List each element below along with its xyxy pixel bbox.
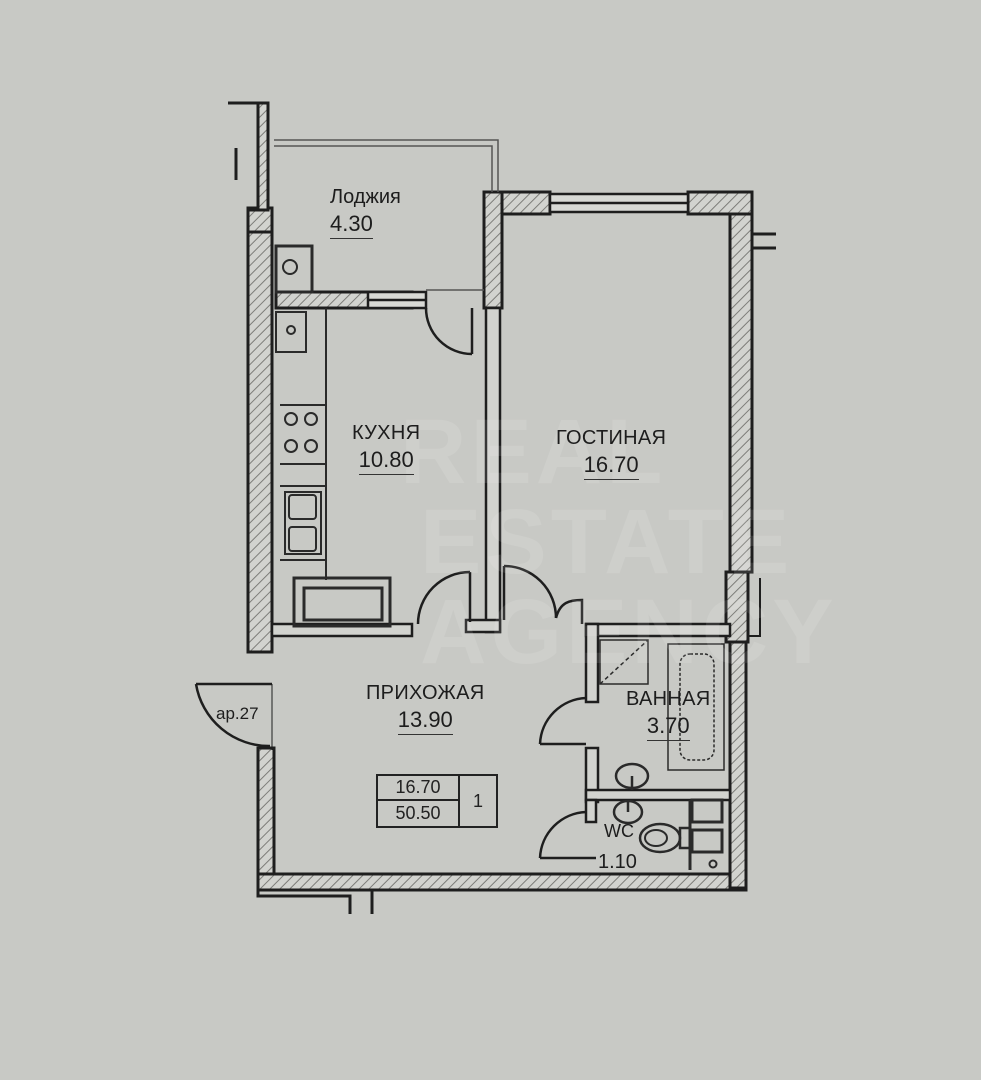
living-area-value: 16.70	[378, 776, 460, 801]
door-swings	[194, 307, 596, 860]
room-wc-area: 1.10	[598, 851, 637, 873]
exterior-walls	[246, 190, 754, 892]
room-area: 13.90	[397, 709, 453, 735]
room-area: 16.70	[583, 454, 639, 480]
room-name: ГОСТИНАЯ	[556, 427, 667, 449]
room-loggia: Лоджия 4.30	[330, 187, 401, 239]
room-name: КУХНЯ	[352, 422, 421, 444]
room-name: ПРИХОЖАЯ	[366, 682, 485, 704]
room-wc-name: WC	[604, 821, 634, 841]
room-hallway: ПРИХОЖАЯ 13.90	[366, 683, 485, 735]
room-area: 3.70	[646, 715, 690, 741]
total-area-value: 50.50	[378, 801, 460, 826]
watermark-line-2: ESTATE	[420, 491, 794, 593]
bottom-notch	[256, 890, 374, 914]
area-summary-table: 16.70 1 50.50	[376, 774, 498, 828]
building-outline	[228, 101, 270, 212]
watermark-line-1: REAL	[400, 401, 667, 503]
living-window	[548, 192, 690, 214]
room-area: 4.30	[330, 213, 373, 239]
room-name: Лоджия	[330, 186, 401, 208]
room-area: 10.80	[358, 449, 414, 475]
right-bracket	[748, 578, 761, 637]
bath-fixtures	[599, 639, 725, 870]
exterior-stub	[752, 232, 776, 250]
room-living: ГОСТИНАЯ 16.70	[556, 428, 666, 480]
kitchen-fixtures	[274, 244, 392, 628]
room-name: ВАННАЯ	[626, 688, 711, 710]
room-count-value: 1	[472, 790, 483, 811]
kitchen-window	[366, 290, 428, 310]
room-kitchen: КУХНЯ 10.80	[352, 423, 420, 475]
entrance-label: ар.27	[216, 704, 259, 723]
loggia-frame	[274, 139, 499, 291]
room-bathroom: ВАННАЯ 3.70	[626, 689, 711, 741]
watermark-line-3: AGENCY	[420, 581, 838, 683]
